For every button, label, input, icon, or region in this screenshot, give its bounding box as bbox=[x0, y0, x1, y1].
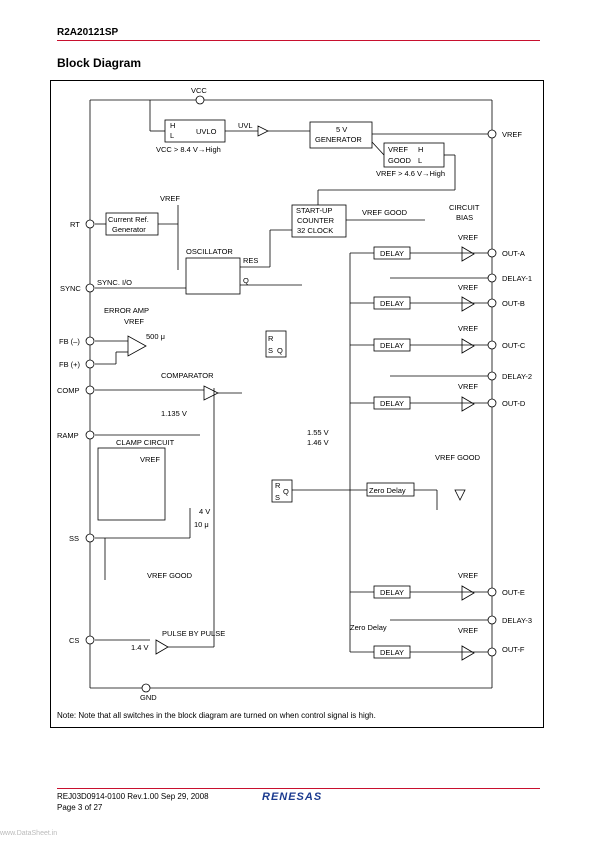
uvlo-note: VCC > 8.4 V→High bbox=[156, 145, 221, 154]
label-gnd: GND bbox=[140, 693, 157, 702]
pin-ss: SS bbox=[69, 534, 79, 543]
delay-6: DELAY bbox=[380, 648, 404, 657]
vref-good-2: VREF GOOD bbox=[435, 453, 481, 462]
pin-out-d: OUT-D bbox=[502, 399, 526, 408]
pin-out-b: OUT-B bbox=[502, 299, 525, 308]
sync-io: SYNC. I/O bbox=[97, 278, 132, 287]
delay-3: DELAY bbox=[380, 341, 404, 350]
sr-q: Q bbox=[277, 346, 283, 355]
pulse-by-pulse: PULSE BY PULSE bbox=[162, 629, 225, 638]
pin-comp: COMP bbox=[57, 386, 80, 395]
delay-4: DELAY bbox=[380, 399, 404, 408]
startup-1: START-UP bbox=[296, 206, 332, 215]
pin-cs: CS bbox=[69, 636, 79, 645]
isink: 500 μ bbox=[146, 332, 165, 341]
pin-rt: RT bbox=[70, 220, 80, 229]
rs2-r: R bbox=[275, 481, 281, 490]
label-vcc: VCC bbox=[191, 86, 207, 95]
vref-oa: VREF bbox=[458, 233, 478, 242]
rs2-s: S bbox=[275, 493, 280, 502]
curref-2: Generator bbox=[112, 225, 146, 234]
vref-rt: VREF bbox=[160, 194, 180, 203]
zero-delay-label: Zero Delay bbox=[350, 623, 387, 632]
uvlo-h: H bbox=[170, 121, 175, 130]
startup-2: COUNTER bbox=[297, 216, 335, 225]
section-title: Block Diagram bbox=[57, 56, 142, 70]
v1135: 1.135 V bbox=[161, 409, 187, 418]
vref-od: VREF bbox=[458, 382, 478, 391]
startup-3: 32 CLOCK bbox=[297, 226, 333, 235]
pin-delay-2: DELAY-2 bbox=[502, 372, 532, 381]
circuit-bias-1: CIRCUIT bbox=[449, 203, 480, 212]
i10: 10 μ bbox=[194, 520, 209, 529]
vref-ob: VREF bbox=[458, 283, 478, 292]
comparator: COMPARATOR bbox=[161, 371, 214, 380]
curref-1: Current Ref. bbox=[108, 215, 149, 224]
vgood-note: VREF > 4.6 V→High bbox=[376, 169, 445, 178]
circuit-bias-2: BIAS bbox=[456, 213, 473, 222]
vref-oc: VREF bbox=[458, 324, 478, 333]
pin-out-c: OUT-C bbox=[502, 341, 526, 350]
delay-5: DELAY bbox=[380, 588, 404, 597]
error-amp: ERROR AMP bbox=[104, 306, 149, 315]
osc-q: Q bbox=[243, 276, 249, 285]
pin-out-e: OUT-E bbox=[502, 588, 525, 597]
uvlo-label: UVLO bbox=[196, 127, 217, 136]
footer-rule bbox=[57, 788, 540, 789]
sr-s: S bbox=[268, 346, 273, 355]
vgood-l: L bbox=[418, 156, 422, 165]
part-number: R2A20121SP bbox=[57, 27, 119, 38]
uvlo-l: L bbox=[170, 131, 174, 140]
pin-delay-1: DELAY-1 bbox=[502, 274, 532, 283]
oscillator-label: OSCILLATOR bbox=[186, 247, 233, 256]
v4: 4 V bbox=[199, 507, 210, 516]
pin-fb-minus: FB (–) bbox=[59, 337, 80, 346]
watermark: www.DataSheet.in bbox=[0, 830, 58, 837]
footer-doc: REJ03D0914-0100 Rev.1.00 Sep 29, 2008 bbox=[57, 792, 209, 801]
pin-ramp: RAMP bbox=[57, 431, 79, 440]
vref-good-ss: VREF GOOD bbox=[147, 571, 193, 580]
diagram-frame bbox=[50, 80, 544, 728]
zero-delay-block: Zero Delay bbox=[369, 486, 406, 495]
vgood-h: H bbox=[418, 145, 423, 154]
gen-line1: 5 V bbox=[336, 125, 347, 134]
pin-vref: VREF bbox=[502, 130, 522, 139]
vgood-line2: GOOD bbox=[388, 156, 412, 165]
clamp: CLAMP CIRCUIT bbox=[116, 438, 175, 447]
uvl-signal: UVL bbox=[238, 121, 253, 130]
vref-ea: VREF bbox=[124, 317, 144, 326]
pin-sync: SYNC bbox=[60, 284, 81, 293]
vref-of: VREF bbox=[458, 626, 478, 635]
pin-out-a: OUT-A bbox=[502, 249, 525, 258]
vref-clamp: VREF bbox=[140, 455, 160, 464]
pin-fb-plus: FB (+) bbox=[59, 360, 81, 369]
header-rule bbox=[57, 40, 540, 41]
delay-2: DELAY bbox=[380, 299, 404, 308]
gen-line2: GENERATOR bbox=[315, 135, 362, 144]
v14: 1.4 V bbox=[131, 643, 149, 652]
vgood-line1: VREF bbox=[388, 145, 408, 154]
diagram-note: Note: Note that all switches in the bloc… bbox=[57, 711, 376, 720]
vref-good-label: VREF GOOD bbox=[362, 208, 408, 217]
sr-r: R bbox=[268, 334, 274, 343]
osc-res: RES bbox=[243, 256, 258, 265]
pin-delay-3: DELAY-3 bbox=[502, 616, 532, 625]
v155: 1.55 V bbox=[307, 428, 329, 437]
pin-out-f: OUT-F bbox=[502, 645, 525, 654]
vref-oe: VREF bbox=[458, 571, 478, 580]
rs2-q: Q bbox=[283, 487, 289, 496]
delay-1: DELAY bbox=[380, 249, 404, 258]
footer-page: Page 3 of 27 bbox=[57, 803, 103, 812]
brand-logo: RENESAS bbox=[262, 791, 323, 803]
v146: 1.46 V bbox=[307, 438, 329, 447]
